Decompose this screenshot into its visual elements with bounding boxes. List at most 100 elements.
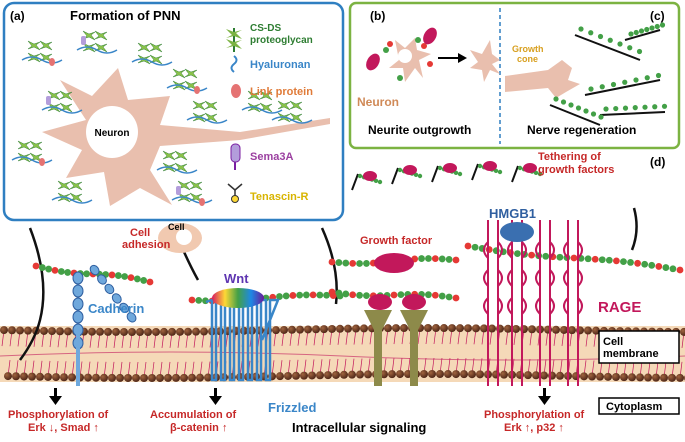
csds-proteoglycan (277, 100, 291, 111)
lipid-head-bottom (300, 371, 308, 380)
cell-adhesion-line2: adhesion (122, 239, 171, 251)
pnn-cluster (76, 30, 118, 54)
pnn-cluster (186, 100, 228, 124)
lipid-head-top (168, 327, 176, 336)
panel-a-title: Formation of PNN (70, 8, 181, 23)
lipid-head-top (592, 326, 600, 335)
lipid-head-top (56, 327, 64, 336)
regen-bead (603, 106, 609, 112)
bead (605, 256, 613, 264)
regen-bead (598, 114, 604, 120)
tether-black (351, 173, 359, 191)
regen-black-chain (624, 29, 661, 41)
bead (328, 288, 336, 296)
cell-membrane-box (598, 330, 680, 364)
pnn-cluster (166, 68, 208, 94)
legend-tenascin: Tenascin-R (227, 183, 309, 203)
rage-receptors (483, 220, 583, 386)
regen-bead (597, 33, 604, 40)
bead (514, 250, 521, 257)
bead (584, 255, 592, 263)
regen-bead (632, 105, 638, 111)
lipid-head-top (384, 324, 392, 333)
lipid-head-bottom (148, 373, 156, 382)
regen-strand (624, 22, 666, 41)
bead (276, 293, 283, 300)
cadherin-domain (72, 297, 84, 311)
growth-cone-label: Growth cone (512, 44, 546, 64)
lipid-head-top (288, 325, 296, 334)
regen-bead (553, 96, 559, 102)
panel-d: Tethering of growth factors (d) (351, 151, 665, 191)
lipid-head-bottom (364, 370, 372, 379)
lipid-head-top (392, 324, 400, 333)
link-protein (199, 198, 205, 206)
bead (188, 296, 196, 304)
tethered-unit (351, 171, 383, 191)
cell-membrane-line2: membrane (603, 348, 659, 360)
bead (556, 253, 564, 261)
panel-b-neuron-with-gf (366, 27, 437, 82)
lipid-head-bottom (588, 372, 596, 381)
cadherin-stack (72, 271, 84, 386)
hyaluronan-strand (21, 56, 63, 64)
lipid-head-bottom (132, 373, 140, 382)
panel-b-neuron-outgrown (470, 40, 500, 82)
regen-bead (588, 86, 594, 92)
tether-black (391, 167, 399, 185)
outcome-rage-line1: Phosphorylation of (484, 409, 585, 421)
wnt-ligand (212, 288, 264, 308)
hyaluronan-strand (41, 106, 83, 114)
regen-bead (642, 104, 648, 110)
lipid-head-bottom (532, 371, 540, 380)
lipid-head-bottom (476, 370, 484, 379)
bead (445, 256, 453, 263)
regen-bead (568, 102, 574, 108)
rage-ig-loop-right (549, 269, 555, 287)
lipid-head-bottom (36, 372, 44, 381)
lipid-head-bottom (468, 370, 476, 379)
signaling-scene: Cell Cell adhesion Cadherin Wnt Frizzled… (0, 206, 685, 435)
hyaluronan-strand (156, 166, 198, 174)
pnn-cluster (171, 180, 213, 206)
regen-bead (659, 22, 666, 28)
bead (309, 291, 317, 299)
rage-receptor (507, 220, 527, 386)
bead (302, 291, 310, 299)
rage-receptor (483, 220, 503, 386)
tether-bead (417, 173, 423, 179)
tether-bead (377, 179, 383, 185)
csds-proteoglycan (259, 90, 273, 101)
cadherin-diag-domain (97, 274, 107, 285)
bead (655, 263, 663, 270)
regen-bead (649, 25, 655, 31)
panel-bc: (b) (c) Neuron Neurite outgrowth Growth … (348, 1, 681, 150)
csds-proteoglycan (17, 140, 31, 151)
csds-proteoglycan (174, 150, 188, 161)
bead (418, 255, 425, 262)
hyaluronan-strand (241, 106, 283, 114)
bead (323, 291, 330, 299)
rage-label: RAGE (598, 299, 641, 316)
lipid-head-top (8, 326, 16, 335)
lipid-head-top (400, 324, 408, 333)
neuron-nucleus (86, 106, 138, 158)
panel-d-caption: Tethering of growth factors (538, 151, 614, 176)
legend-sema3a: Sema3A (230, 143, 293, 170)
lipid-head-bottom (420, 370, 428, 379)
lipid-head-bottom (84, 373, 92, 382)
regen-bead (655, 72, 662, 79)
bead (328, 258, 336, 266)
tether-growth-factor (363, 171, 377, 181)
bead (485, 246, 493, 253)
panel-d-tag: (d) (650, 155, 665, 169)
lipid-head-bottom (388, 370, 396, 379)
lipid-head-top (352, 324, 360, 333)
bead (127, 274, 135, 282)
tether-bead (493, 168, 499, 173)
rage-ig-loop-left (507, 297, 513, 315)
bead (342, 259, 350, 267)
csds-proteoglycan (172, 68, 186, 79)
lipid-head-bottom (108, 373, 116, 382)
bead (64, 269, 72, 276)
